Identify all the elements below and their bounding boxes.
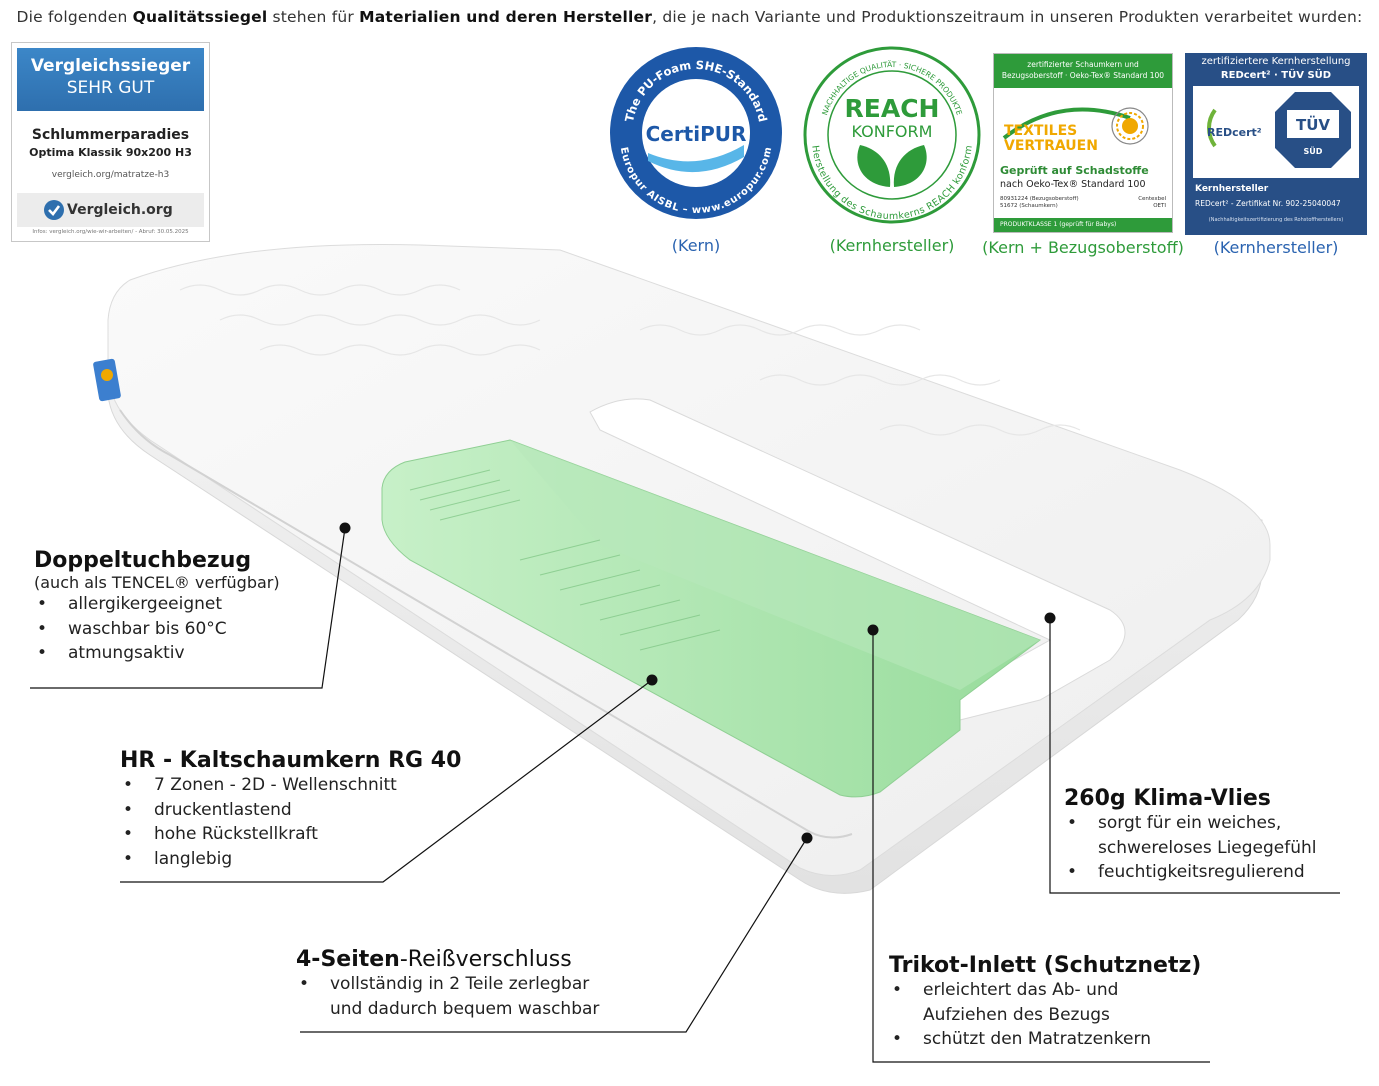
list-item: Aufziehen des Bezugs bbox=[923, 1004, 1110, 1025]
tuv-octagon-icon: TÜV SÜD bbox=[1275, 92, 1351, 168]
oekotex-line1: TEXTILES bbox=[1004, 123, 1078, 139]
badge-product-name: Schlummerparadies bbox=[31, 127, 190, 143]
callout-title-bold: 4-Seiten bbox=[296, 947, 400, 972]
reach-seal: NACHHALTIGE QUALITÄT · SICHERE PRODUKTE … bbox=[802, 45, 982, 225]
reach-caption: (Kernhersteller) bbox=[829, 236, 955, 255]
list-item: langlebig bbox=[120, 847, 461, 872]
callout-title: Doppeltuchbezug bbox=[34, 548, 252, 573]
list-item: druckentlastend bbox=[120, 798, 461, 823]
list-item: vollständig in 2 Teile zerlegbar bbox=[296, 972, 599, 997]
oekotex-num2: 51672 (Schaumkern) bbox=[1000, 203, 1058, 209]
callout-vlies: 260g Klima-Vlies sorgt für ein weiches, … bbox=[1064, 786, 1317, 885]
callout-title-rest: -Reißverschluss bbox=[399, 947, 572, 972]
callout-title: HR - Kaltschaumkern RG 40 bbox=[120, 748, 462, 773]
list-item: atmungsaktiv bbox=[34, 641, 280, 666]
badge-title: Vergleichssieger bbox=[30, 56, 191, 76]
oekotex-top-line2: Bezugsoberstoff · Oeko-Tex® Standard 100 bbox=[1001, 71, 1165, 80]
redcert-kern: Kernhersteller bbox=[1195, 184, 1269, 194]
leaf-icon bbox=[857, 145, 927, 187]
redcert-note: (Nachhaltigkeitszertifizierung des Rohst… bbox=[1208, 217, 1344, 223]
header-text: Die folgenden Qualitätssiegel stehen für… bbox=[16, 8, 1363, 26]
certipur-caption: (Kern) bbox=[671, 236, 721, 255]
reach-line1: REACH bbox=[845, 94, 940, 123]
redcert-caption: (Kernhersteller) bbox=[1213, 238, 1339, 257]
flower-icon bbox=[1111, 107, 1149, 145]
oekotex-inst2: OETI bbox=[1153, 203, 1166, 209]
redcert-zert: REDcert² - Zertifikat Nr. 902-25040047 bbox=[1195, 199, 1341, 208]
vergleich-badge: Vergleichssieger SEHR GUT Schlummerparad… bbox=[11, 42, 210, 242]
callout-title: Trikot-Inlett (Schutznetz) bbox=[889, 953, 1202, 978]
callout-title: 260g Klima-Vlies bbox=[1064, 786, 1271, 811]
callout-zip: 4-Seiten-Reißverschluss vollständig in 2… bbox=[296, 947, 599, 1021]
callout-subtitle: (auch als TENCEL® verfügbar) bbox=[34, 573, 280, 592]
oekotex-standard: nach Oeko-Tex® Standard 100 bbox=[1000, 179, 1146, 190]
oekotex-seal: zertifizierter Schaumkern und Bezugsober… bbox=[993, 53, 1173, 233]
redcert-logo-text: REDcert² bbox=[1207, 126, 1262, 139]
list-item: sorgt für ein weiches, bbox=[1064, 811, 1317, 836]
list-item: schwereloses Liegegefühl bbox=[1098, 837, 1317, 858]
oekotex-num1: 80931224 (Bezugsoberstoff) bbox=[1000, 196, 1079, 202]
callout-trikot: Trikot-Inlett (Schutznetz) erleichtert d… bbox=[889, 953, 1201, 1052]
certipur-name: CertiPUR bbox=[646, 122, 747, 146]
redcert-top-line2: REDcert² · TÜV SÜD bbox=[1220, 70, 1332, 81]
oekotex-swoosh-icon bbox=[1002, 107, 1149, 145]
reach-line2: KONFORM bbox=[852, 122, 933, 141]
list-item: feuchtigkeitsregulierend bbox=[1064, 860, 1317, 885]
list-item: erleichtert das Ab- und bbox=[889, 978, 1201, 1003]
oekotex-inst1: Centexbel bbox=[1138, 196, 1166, 202]
oekotex-caption: (Kern + Bezugsoberstoff) bbox=[982, 238, 1184, 257]
svg-text:SÜD: SÜD bbox=[1304, 146, 1323, 156]
badge-rating: SEHR GUT bbox=[66, 78, 155, 98]
callout-doppeltuch: Doppeltuchbezug (auch als TENCEL® verfüg… bbox=[34, 548, 280, 666]
vergleich-logo: Vergleich.org bbox=[17, 193, 204, 227]
certipur-seal: The PU-Foam SHE-Standard Europur AISBL –… bbox=[608, 45, 784, 221]
badge-footer: Infos: vergleich.org/wie-wir-arbeiten/ -… bbox=[32, 229, 189, 235]
list-item: und dadurch bequem waschbar bbox=[330, 998, 600, 1019]
badge-url: vergleich.org/matratze-h3 bbox=[51, 170, 170, 180]
redcert-logos: REDcert² TÜV SÜD bbox=[1193, 86, 1359, 178]
oekotex-tested: Geprüft auf Schadstoffe bbox=[1000, 164, 1149, 177]
list-item: allergikergeeignet bbox=[34, 592, 280, 617]
list-item: 7 Zonen - 2D - Wellenschnitt bbox=[120, 773, 461, 798]
callout-kern: HR - Kaltschaumkern RG 40 7 Zonen - 2D -… bbox=[120, 748, 461, 871]
check-shield-icon bbox=[44, 200, 64, 220]
svg-text:TÜV: TÜV bbox=[1296, 115, 1330, 134]
badge-product-model: Optima Klassik 90x200 H3 bbox=[29, 146, 192, 159]
oekotex-line2: VERTRAUEN bbox=[1004, 138, 1098, 154]
oekotex-class: PRODUKTKLASSE 1 (geprüft für Babys) bbox=[994, 218, 1172, 232]
list-item: hohe Rückstellkraft bbox=[120, 822, 461, 847]
list-item: waschbar bis 60°C bbox=[34, 617, 280, 642]
oekotex-top-line1: zertifizierter Schaumkern und bbox=[1027, 60, 1139, 69]
redcert-top-line1: zertifiziertere Kernherstellung bbox=[1201, 56, 1351, 67]
list-item: schützt den Matratzenkern bbox=[889, 1027, 1201, 1052]
